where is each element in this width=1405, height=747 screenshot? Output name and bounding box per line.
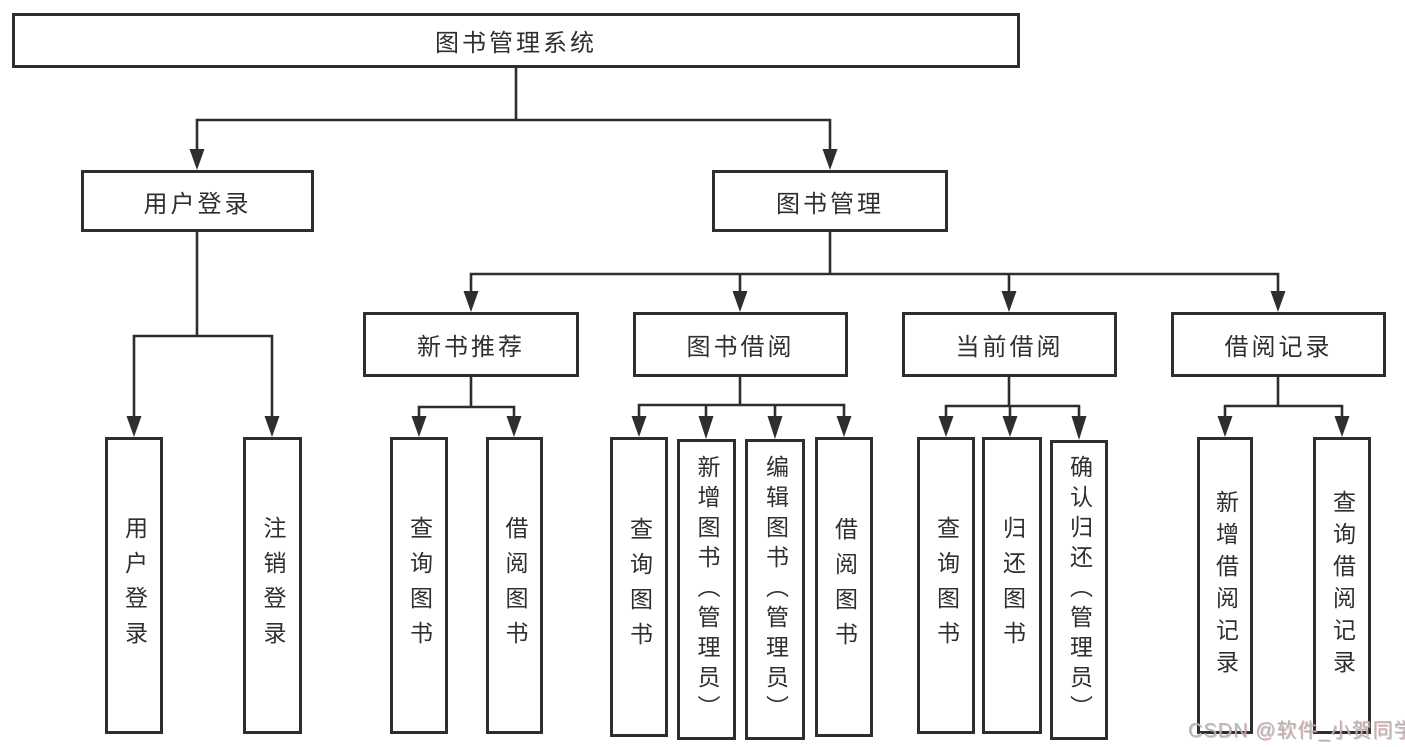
leaf-query-books-1: 查询图书 [390, 437, 448, 734]
node-label: 查询借阅记录 [1329, 489, 1356, 682]
node-label: 图书管理 [776, 190, 884, 218]
leaf-logout: 注销登录 [243, 437, 302, 734]
node-label: 新增借阅记录 [1212, 489, 1239, 682]
leaf-borrow-books-2: 借阅图书 [815, 437, 873, 737]
node-label: 注销登录 [260, 515, 286, 656]
leaf-add-book-admin: 新增图书（管理员） [677, 439, 736, 740]
node-label: 当前借阅 [955, 334, 1064, 361]
node-label: 查询图书 [626, 517, 653, 657]
leaf-borrow-books-1: 借阅图书 [486, 437, 543, 734]
leaf-edit-book-admin: 编辑图书（管理员） [745, 439, 805, 740]
leaf-query-books-3: 查询图书 [917, 437, 975, 734]
node-label: 确认归还（管理员） [1066, 455, 1093, 725]
leaf-add-borrow-record: 新增借阅记录 [1197, 437, 1253, 734]
arrowheads [126, 149, 1350, 440]
node-label: 借阅图书 [831, 517, 858, 657]
node-label: 归还图书 [999, 515, 1026, 656]
node-label: 图书借阅 [686, 334, 795, 361]
leaf-return-books: 归还图书 [982, 437, 1042, 734]
leaf-query-books-2: 查询图书 [610, 437, 668, 737]
node-user-login-branch: 用户登录 [81, 170, 314, 232]
leaf-query-borrow-record: 查询借阅记录 [1313, 437, 1371, 734]
leaf-user-login: 用户登录 [105, 437, 163, 734]
node-label: 编辑图书（管理员） [762, 454, 789, 725]
node-label: 查询图书 [406, 515, 433, 656]
node-book-management-branch: 图书管理 [712, 170, 948, 232]
node-label: 用户登录 [143, 190, 252, 218]
node-library-management-system: 图书管理系统 [12, 13, 1020, 68]
node-book-borrowing: 图书借阅 [633, 312, 848, 377]
csdn-watermark: CSDN @软件_小贺同学 [1188, 720, 1405, 742]
node-label: 借阅记录 [1224, 334, 1333, 361]
node-label: 图书管理系统 [435, 30, 597, 57]
node-borrowing-records: 借阅记录 [1171, 312, 1386, 377]
node-label: 借阅图书 [502, 515, 528, 656]
node-label: 查询图书 [933, 515, 960, 656]
node-label: 用户登录 [121, 515, 148, 656]
node-new-book-recommendation: 新书推荐 [363, 312, 579, 377]
node-label: 新增图书（管理员） [694, 454, 720, 725]
node-current-borrowing: 当前借阅 [902, 312, 1117, 377]
node-label: 新书推荐 [417, 334, 525, 361]
leaf-confirm-return-admin: 确认归还（管理员） [1050, 440, 1108, 740]
